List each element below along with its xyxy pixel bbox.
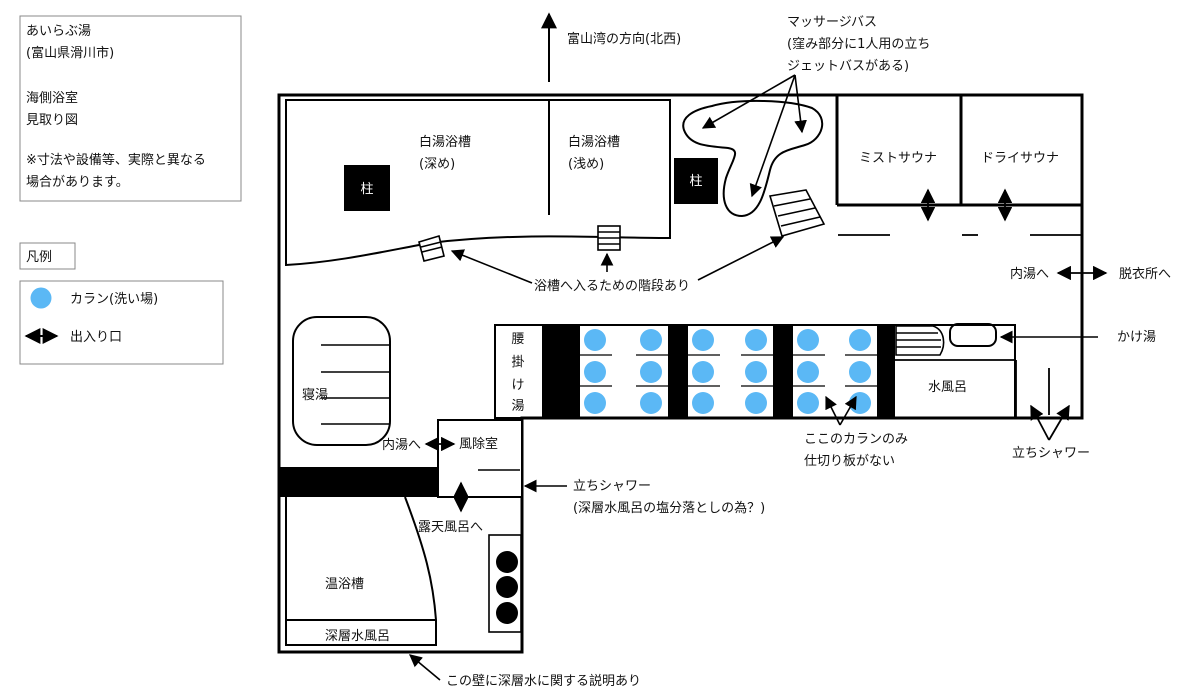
legend: 凡例 カラン(洗い場) 出入り口 xyxy=(19,242,224,365)
pillar-left-label: 柱 xyxy=(360,182,373,197)
koshikake-label: 掛 xyxy=(511,355,524,370)
massage-arrow-2 xyxy=(794,74,807,134)
legend-heading: 凡例 xyxy=(26,250,52,265)
info-box: あいらぶ湯 (富山県滑川市) 海側浴室 見取り図 ※寸法や設備等、実際と異なる … xyxy=(19,15,242,202)
massage-label: マッサージバス xyxy=(787,15,877,30)
info-title-line: 見取り図 xyxy=(26,113,78,128)
karan-icon xyxy=(584,329,606,351)
tachi-shower-mid-note: (深層水風呂の塩分落としの為？) xyxy=(573,500,765,516)
karan-icon xyxy=(584,392,606,414)
karan-icon xyxy=(584,361,606,383)
karan-icon xyxy=(797,329,819,351)
pillar-right-label: 柱 xyxy=(689,174,702,189)
karan-icon xyxy=(849,361,871,383)
north-label: 富山湾の方向(北西) xyxy=(567,31,681,47)
karan-icon xyxy=(797,361,819,383)
stone-icon xyxy=(496,602,518,624)
info-note-line: 場合があります。 xyxy=(26,175,129,190)
stairs-massage xyxy=(768,189,826,237)
shirayu-deep-label: 白湯浴槽 xyxy=(419,134,471,150)
stairs-mid xyxy=(597,225,621,251)
karan-group xyxy=(584,329,871,414)
kakeyu-steps xyxy=(895,325,945,356)
fujoshitsu-label: 風除室 xyxy=(459,436,498,452)
karan-icon xyxy=(849,329,871,351)
divider-wall xyxy=(279,467,438,497)
pillar-left xyxy=(344,165,390,211)
wall-note-arrow xyxy=(409,654,441,681)
karan-icon xyxy=(692,361,714,383)
shinsosui-label: 深層水風呂 xyxy=(325,629,390,644)
legend-item-karan: カラン(洗い場) xyxy=(70,292,158,307)
to-uchiyu-left-label: 内湯へ xyxy=(382,437,421,453)
karan-note-arrow-2 xyxy=(839,395,857,426)
kakeyu-tub xyxy=(949,323,997,347)
stone-icon xyxy=(496,551,518,573)
karan-icon xyxy=(745,392,767,414)
info-title-line: あいらぶ湯 xyxy=(26,24,91,39)
stairs-note: 浴槽へ入るための階段あり xyxy=(534,279,690,294)
karan-note-line-2: 仕切り板がない xyxy=(804,454,895,469)
info-note-line: ※寸法や設備等、実際と異なる xyxy=(26,152,206,168)
karan-icon xyxy=(745,329,767,351)
neyu-bath xyxy=(292,316,391,446)
karan-legend-icon xyxy=(30,287,52,309)
karan-icon xyxy=(692,329,714,351)
shower-arrow-1 xyxy=(1030,404,1050,441)
massage-arrow-3 xyxy=(749,74,796,198)
massage-bath xyxy=(682,99,824,218)
to-datsui-label: 脱衣所へ xyxy=(1119,266,1171,282)
karan-icon xyxy=(640,361,662,383)
info-title-line: (富山県滑川市) xyxy=(26,45,114,61)
stone-icon xyxy=(496,576,518,598)
karan-note-arrow-1 xyxy=(825,395,841,426)
massage-note-1: (窪み部分に1人用の立ち xyxy=(787,36,930,52)
tachi-shower-right-label: 立ちシャワー xyxy=(1012,446,1090,461)
rotenburo-area xyxy=(285,496,522,646)
karan-icon xyxy=(797,392,819,414)
washing-area xyxy=(494,324,1016,419)
karan-icon xyxy=(745,361,767,383)
wall-note-label: この壁に深層水に関する説明あり xyxy=(446,673,641,689)
dry-sauna-label: ドライサウナ xyxy=(981,151,1059,166)
to-rotenburo-label: 露天風呂へ xyxy=(418,520,483,535)
onyokuso-label: 温浴槽 xyxy=(325,577,364,592)
massage-arrow-1 xyxy=(701,74,796,129)
koshikake-label: 湯 xyxy=(511,399,524,414)
sauna-block xyxy=(835,95,1082,207)
koshikake-label: 腰 xyxy=(511,332,524,347)
koshikake-label: け xyxy=(511,378,524,393)
shirayu-shallow-sublabel: (浅め) xyxy=(568,157,604,172)
kakeyu-label: かけ湯 xyxy=(1117,330,1156,345)
shirayu-deep-sublabel: (深め) xyxy=(419,157,455,172)
fujoshitsu-room xyxy=(437,419,523,498)
shirayu-shallow-label: 白湯浴槽 xyxy=(568,134,620,150)
info-title-line: 海側浴室 xyxy=(26,90,78,106)
stone-group xyxy=(496,551,518,624)
karan-note-line-1: ここのカランのみ xyxy=(804,432,908,447)
massage-note-2: ジェットバスがある) xyxy=(787,59,909,74)
tachi-shower-mid-label: 立ちシャワー xyxy=(573,479,651,494)
mist-sauna-label: ミストサウナ xyxy=(859,151,937,166)
stairs-left xyxy=(418,234,445,262)
legend-item-entrance: 出入り口 xyxy=(70,330,122,345)
stairs-arrow-1 xyxy=(450,249,533,284)
karan-icon xyxy=(692,392,714,414)
shower-arrow-2 xyxy=(1048,404,1070,441)
karan-icon xyxy=(640,392,662,414)
stairs-arrow-3 xyxy=(697,236,785,281)
pillar-right xyxy=(674,158,718,204)
shirayu-tub-area xyxy=(285,99,671,267)
to-uchiyu-right-label: 内湯へ xyxy=(1010,266,1049,282)
karan-icon xyxy=(640,329,662,351)
neyu-label: 寝湯 xyxy=(302,387,328,403)
mizuburo-label: 水風呂 xyxy=(928,380,967,395)
